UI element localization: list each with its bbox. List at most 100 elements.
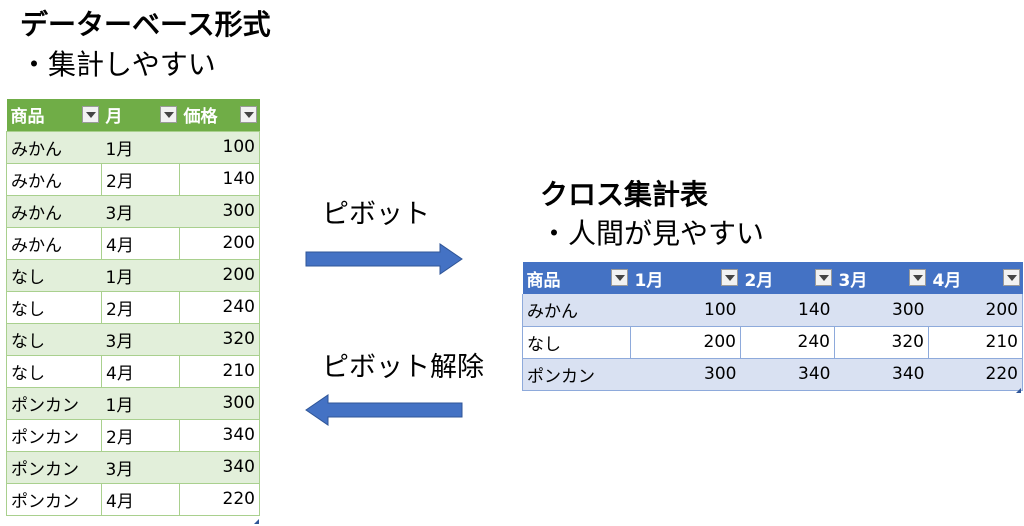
database-table-cell[interactable]: 300 [179,387,260,420]
filter-dropdown-icon[interactable] [908,269,926,286]
cross-table-cell[interactable]: 320 [834,326,929,359]
cross-column-header: 3月 [834,262,929,294]
database-table-cell[interactable]: ポンカン [6,483,102,516]
cross-table-cell[interactable]: 200 [928,294,1023,327]
database-table-cell[interactable]: みかん [6,163,102,196]
cross-table-cell[interactable]: なし [522,326,631,359]
cross-column-header-label: 4月 [932,270,962,291]
cross-column-header: 4月 [928,262,1023,294]
cross-tab-subtitle: ・人間が見やすい [540,217,765,250]
cross-table-cell[interactable]: 140 [740,294,835,327]
database-column-header: 月 [101,99,180,132]
left-arrow-icon [305,394,463,426]
database-table-cell[interactable]: 2月 [101,291,180,324]
database-header-row: 商品月 価格 [6,99,260,132]
cross-table-cell[interactable]: 340 [740,358,835,391]
cross-table-cell[interactable]: 300 [834,294,929,327]
database-table-cell[interactable]: 1月 [101,387,180,420]
cross-table-cell[interactable]: 240 [740,326,835,359]
database-table-cell[interactable]: 2月 [101,163,180,196]
right-arrow-icon [305,243,463,275]
database-table-cell[interactable]: 3月 [101,323,180,356]
database-column-header-label: 価格 [183,107,218,128]
database-table-cell[interactable]: 4月 [101,227,180,260]
database-table-cell[interactable]: 1月 [101,131,180,164]
cross-column-header-label: 1月 [634,270,664,291]
cross-table-cell[interactable]: 220 [928,358,1023,391]
database-table-cell[interactable]: 320 [179,323,260,356]
database-table-cell[interactable]: 2月 [101,419,180,452]
database-table-cell[interactable]: ポンカン [6,451,102,484]
database-table-cell[interactable]: なし [6,291,102,324]
database-table-resize-handle[interactable] [254,519,259,524]
cross-table-cell[interactable]: 210 [928,326,1023,359]
database-table-cell[interactable]: 220 [179,483,260,516]
cross-table-cell[interactable]: みかん [522,294,631,327]
database-table-cell[interactable]: 4月 [101,483,180,516]
database-table-cell[interactable]: 340 [179,419,260,452]
cross-table-cell[interactable]: 200 [630,326,741,359]
cross-header-row: 商品 1月 2月 3月 4月 [522,262,1023,294]
database-table-cell[interactable]: みかん [6,195,102,228]
database-table-cell[interactable]: なし [6,323,102,356]
database-column-header: 価格 [179,99,260,132]
database-table-cell[interactable]: 100 [179,131,260,164]
database-table-cell[interactable]: 300 [179,195,260,228]
cross-table-cell[interactable]: 100 [630,294,741,327]
database-table-cell[interactable]: 4月 [101,355,180,388]
cross-column-header: 2月 [740,262,835,294]
database-table-cell[interactable]: 200 [179,259,260,292]
database-table-cell[interactable]: みかん [6,131,102,164]
cross-table-resize-handle[interactable] [1016,388,1021,393]
cross-table-cell[interactable]: ポンカン [522,358,631,391]
database-table-cell[interactable]: なし [6,355,102,388]
filter-dropdown-icon[interactable] [610,269,628,286]
cross-table-cell[interactable]: 300 [630,358,741,391]
database-column-header: 商品 [6,99,102,132]
database-table-cell[interactable]: なし [6,259,102,292]
pivot-label: ピボット [322,199,430,230]
filter-dropdown-icon[interactable] [1002,269,1020,286]
database-table-cell[interactable]: みかん [6,227,102,260]
filter-dropdown-icon[interactable] [814,269,832,286]
database-table-cell[interactable]: 1月 [101,259,180,292]
database-table-cell[interactable]: 3月 [101,195,180,228]
database-table-cell[interactable]: ポンカン [6,419,102,452]
database-table-cell[interactable]: 240 [179,291,260,324]
cross-column-header-label: 3月 [838,270,868,291]
cross-tab-title: クロス集計表 [540,178,709,211]
database-column-header-label: 月 [105,107,123,128]
filter-dropdown-icon[interactable] [159,106,177,123]
database-table-cell[interactable]: 340 [179,451,260,484]
cross-column-header-label: 2月 [744,270,774,291]
database-table-cell[interactable]: 3月 [101,451,180,484]
filter-dropdown-icon[interactable] [81,106,99,123]
cross-table-cell[interactable]: 340 [834,358,929,391]
filter-dropdown-icon[interactable] [720,269,738,286]
database-table-cell[interactable]: 200 [179,227,260,260]
database-table-cell[interactable]: 210 [179,355,260,388]
cross-column-header: 商品 [522,262,631,294]
filter-dropdown-icon[interactable] [239,106,257,123]
database-table-cell[interactable]: ポンカン [6,387,102,420]
database-table-cell[interactable]: 140 [179,163,260,196]
cross-column-header-label: 商品 [526,270,561,291]
database-format-title: データーベース形式 [20,8,271,41]
unpivot-label: ピボット解除 [322,352,484,383]
